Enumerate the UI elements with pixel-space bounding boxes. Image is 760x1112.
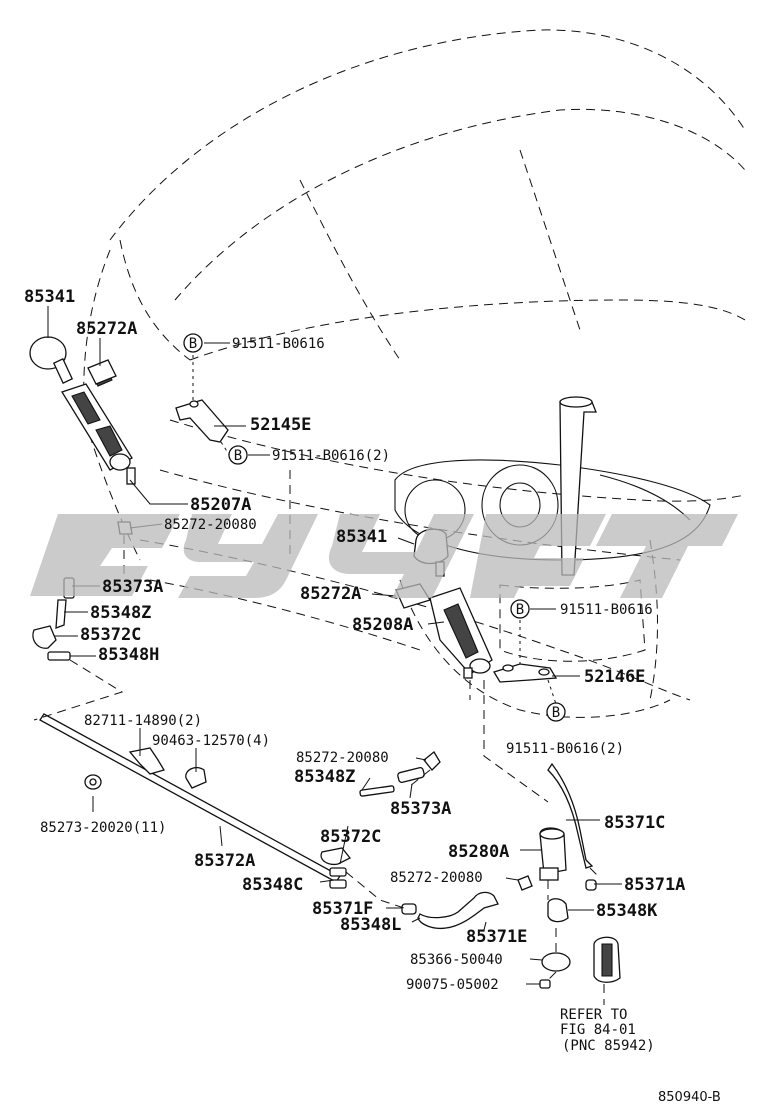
part-labels: 85341 85272A 91511-B0616 52145E 91511-B0… — [24, 287, 721, 1105]
vehicle-body-outline — [83, 29, 746, 718]
bolt-marker-label: B — [516, 602, 524, 618]
connector-lines — [33, 355, 605, 1005]
bolt-marker-label: B — [189, 336, 197, 352]
label-85273-20020: 85273-20020(11) — [40, 820, 166, 836]
label-85366-50040: 85366-50040 — [410, 952, 503, 968]
washer-pump-parts — [517, 762, 621, 989]
label-refer-to: REFER TO — [560, 1007, 627, 1023]
label-85348z-left: 85348Z — [90, 603, 151, 623]
label-85373a-left: 85373A — [102, 577, 163, 597]
bolt-marker-label: B — [552, 705, 560, 721]
label-85373a-center: 85373A — [390, 799, 451, 819]
bolt-marker-3 — [510, 599, 530, 619]
label-85341-right: 85341 — [336, 527, 387, 547]
label-85348l: 85348L — [340, 915, 401, 935]
label-91511-b0616-top: 91511-B0616 — [232, 336, 325, 352]
label-91511-b0616-right: 91511-B0616 — [560, 602, 653, 618]
label-82711-14890: 82711-14890(2) — [84, 713, 202, 729]
label-85207a: 85207A — [190, 495, 251, 515]
right-bracket-52146e — [493, 663, 558, 683]
label-85208a: 85208A — [352, 615, 413, 635]
watermark-logo — [30, 514, 738, 598]
label-85272-20080-center: 85272-20080 — [296, 750, 389, 766]
bolt-marker-4 — [546, 702, 566, 722]
label-85272-20080-left: 85272-20080 — [164, 517, 257, 533]
label-refer-fig: FIG 84-01 — [560, 1022, 636, 1038]
label-85272a-left: 85272A — [76, 319, 137, 339]
label-52145e: 52145E — [250, 415, 311, 435]
label-85348z-center: 85348Z — [294, 767, 355, 787]
label-91511-b0616-2-right: 91511-B0616(2) — [506, 741, 624, 757]
label-90075-05002: 90075-05002 — [406, 977, 499, 993]
label-91511-b0616-2-top: 91511-B0616(2) — [272, 448, 390, 464]
label-85372c-left: 85372C — [80, 625, 141, 645]
bolt-markers: B B B B — [183, 333, 566, 722]
bolt-marker-2 — [228, 445, 248, 465]
figure-code: 850940-B — [658, 1090, 721, 1105]
label-90463-12570: 90463-12570(4) — [152, 733, 270, 749]
label-85372a: 85372A — [194, 851, 255, 871]
label-85272a-right: 85272A — [300, 584, 361, 604]
bolt-marker-label: B — [234, 448, 242, 464]
label-85371f: 85371F — [312, 899, 373, 919]
left-washer-nozzle-assembly — [29, 336, 136, 535]
label-85348h: 85348H — [98, 645, 159, 665]
label-85280a: 85280A — [448, 842, 509, 862]
label-refer-pnc: (PNC 85942) — [562, 1038, 655, 1054]
bolt-marker-1 — [183, 333, 203, 353]
label-52146e: 52146E — [584, 667, 645, 687]
label-85372c-center: 85372C — [320, 827, 381, 847]
label-85371c: 85371C — [604, 813, 665, 833]
label-85371a: 85371A — [624, 875, 685, 895]
label-85272-20080-bottom: 85272-20080 — [390, 870, 483, 886]
main-washer-hose — [39, 713, 347, 889]
left-bracket-52145e — [175, 399, 229, 443]
label-85348k: 85348K — [596, 901, 658, 921]
label-85371e: 85371E — [466, 927, 527, 947]
label-85348c: 85348C — [242, 875, 303, 895]
label-85341-left: 85341 — [24, 287, 75, 307]
